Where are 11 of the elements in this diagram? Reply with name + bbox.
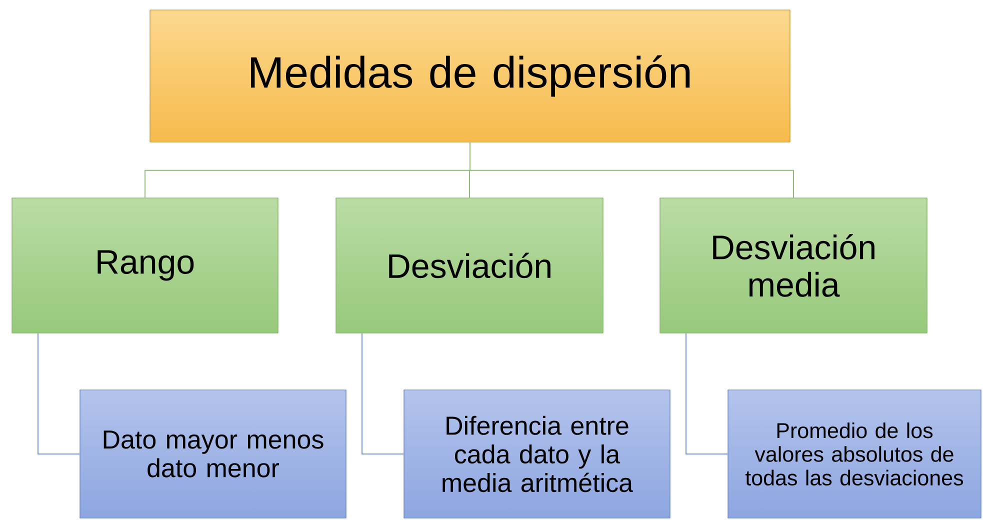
connector-line (686, 332, 728, 454)
definition-box: Diferencia entre cada dato y la media aritmética (404, 390, 670, 518)
connector-line (470, 142, 794, 198)
title-box: Medidas de dispersión (150, 10, 790, 142)
definition-box: Promedio de los valores absolutos de todas las desviaciones (728, 390, 982, 518)
category-box: Rango (12, 198, 278, 334)
definition-box: Dato mayor menos dato menor (80, 390, 346, 518)
category-box: Desviación (336, 198, 604, 334)
connector-line (38, 332, 80, 454)
category-box: Desviación media (660, 198, 928, 334)
connector-line (362, 332, 404, 454)
